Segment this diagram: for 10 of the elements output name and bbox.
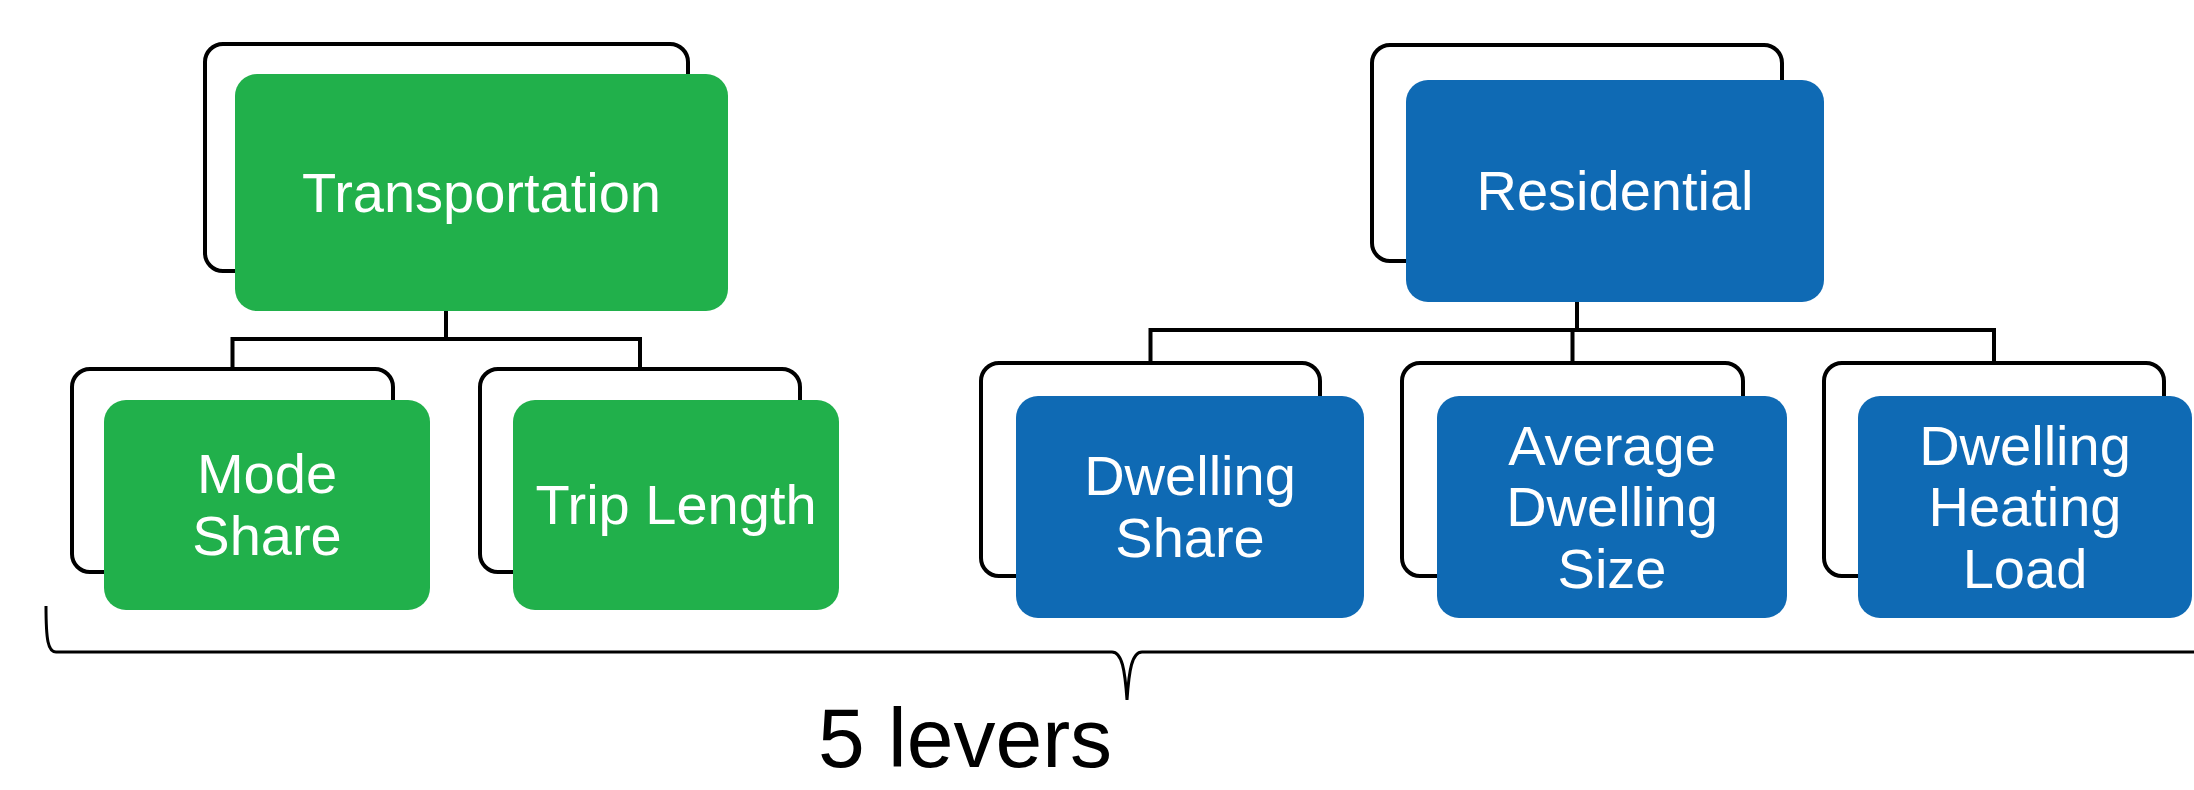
connector-line [1575, 302, 1996, 361]
connector-line [444, 311, 642, 367]
box-label: Average Dwelling Size [1505, 414, 1719, 600]
box-label: Dwelling Heating Load [1918, 414, 2132, 600]
box-label: Dwelling Share [1083, 445, 1297, 569]
brace-label: 5 levers [818, 690, 1113, 787]
box-label: Mode Share [191, 443, 343, 567]
box-label: Residential [1476, 160, 1754, 222]
box-label: Transportation [302, 161, 661, 224]
box-label: Trip Length [535, 474, 817, 536]
